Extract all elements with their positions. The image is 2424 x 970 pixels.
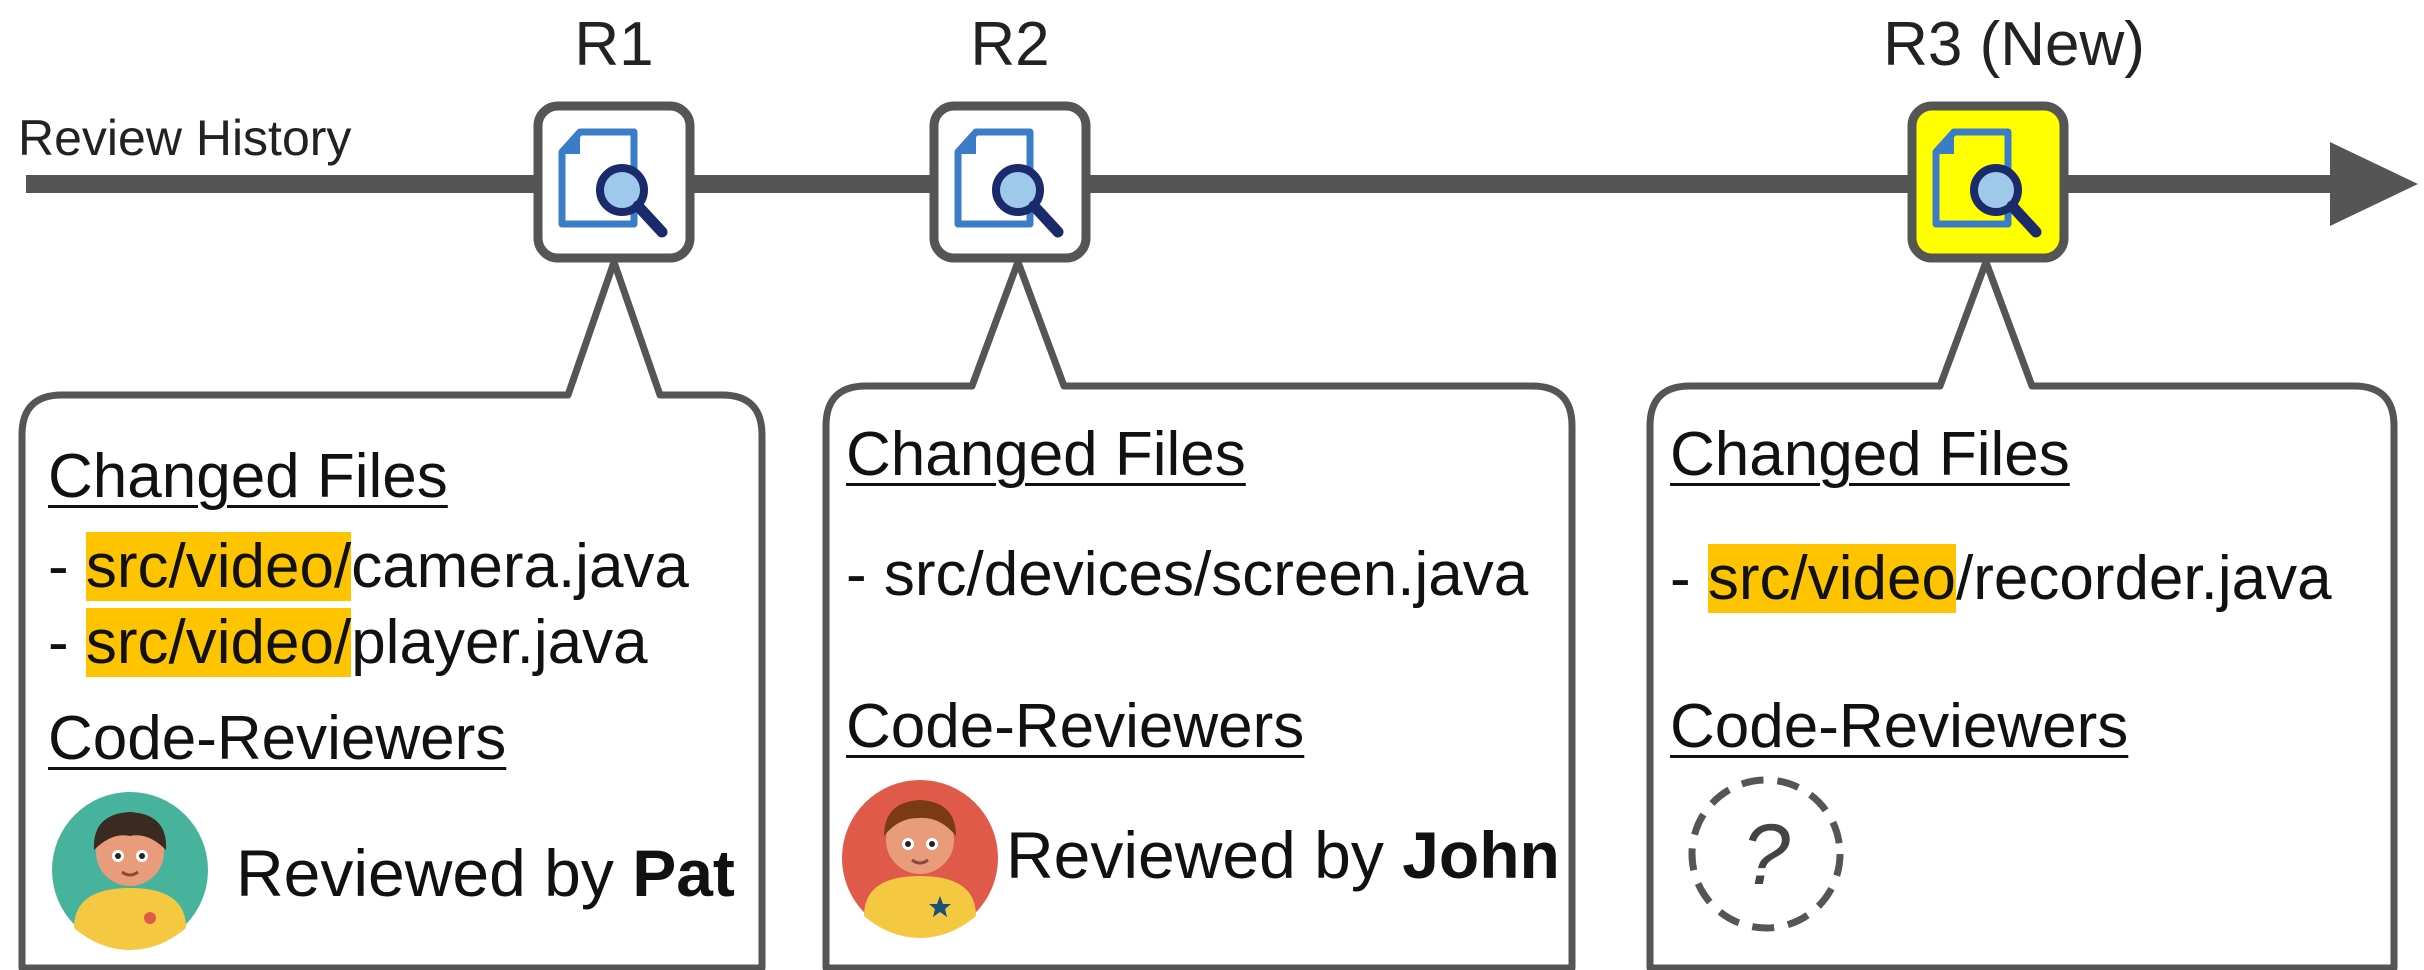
star-badge-icon [929, 896, 951, 917]
changed-file-item: - src/devices/screen.java [846, 540, 1529, 609]
changed-files-heading: Changed Files [1670, 420, 2070, 489]
person-avatar-icon [52, 792, 208, 950]
unknown-reviewer-glyph: ? [1742, 807, 1790, 903]
highlighted-path: src/video/ [85, 532, 352, 601]
document-search-icon[interactable] [929, 101, 1091, 263]
changed-files-heading: Changed Files [48, 442, 448, 511]
person-avatar-icon [842, 780, 998, 938]
revision-label-r2: R2 [970, 10, 1050, 79]
timeline-label: Review History [18, 110, 352, 166]
callout-bubble-r1 [18, 258, 766, 970]
arrow-right-icon [2330, 142, 2418, 226]
code-reviewers-heading: Code-Reviewers [48, 704, 507, 773]
question-circle-icon [1688, 776, 1844, 932]
callout-bubble-r2 [822, 258, 1576, 970]
changed-file-item: - src/video/recorder.java [1670, 544, 2332, 613]
changed-file-item: - src/video/camera.java [48, 532, 689, 601]
reviewed-by-text: Reviewed by John [1006, 818, 1560, 892]
changed-files-heading: Changed Files [846, 420, 1246, 489]
revision-label-r1: R1 [574, 10, 654, 79]
revision-label-r3: R3 (New) [1883, 10, 2145, 79]
document-search-icon[interactable] [533, 101, 695, 263]
reviewer-name: Pat [632, 836, 735, 910]
highlighted-path: src/video/ [85, 608, 352, 677]
document-search-icon-new[interactable] [1907, 101, 2069, 263]
flower-badge-icon [144, 912, 156, 924]
code-reviewers-heading: Code-Reviewers [846, 692, 1305, 761]
reviewed-by-text: Reviewed by Pat [236, 836, 735, 910]
code-reviewers-heading: Code-Reviewers [1670, 692, 2129, 761]
reviewer-name: John [1402, 818, 1560, 892]
highlighted-path: src/video [1707, 544, 1956, 613]
callout-bubble-r3 [1646, 258, 2398, 970]
changed-file-item: - src/video/player.java [48, 608, 648, 677]
